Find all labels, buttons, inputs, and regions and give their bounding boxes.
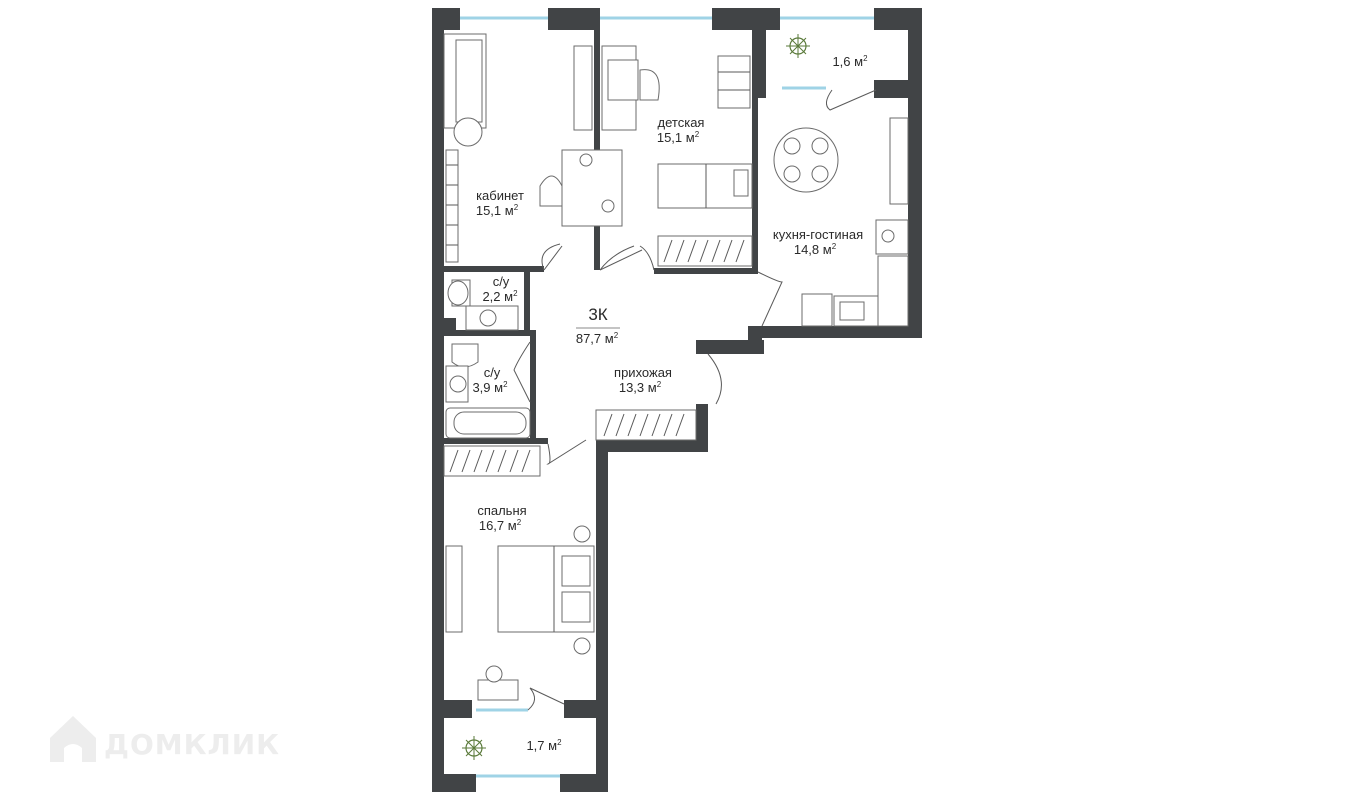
house-logo-icon [50, 716, 96, 762]
room-name-bath-large: с/у [484, 365, 501, 380]
room-area-bath-large: 3,9 м2 [472, 380, 508, 395]
room-area-detskaya: 15,1 м2 [657, 130, 700, 145]
plant-icon [786, 34, 810, 58]
room-area-balcony-bottom: 1,7 м2 [526, 738, 562, 753]
plant-icon [462, 736, 486, 760]
room-area-balcony-top: 1,6 м2 [832, 54, 868, 69]
apartment-badge: 3К 87,7 м2 [576, 305, 620, 346]
room-name-hall: прихожая [614, 365, 672, 380]
room-area-kabinet: 15,1 м2 [476, 203, 519, 218]
room-name-kabinet: кабинет [476, 188, 524, 203]
room-labels: кабинет 15,1 м2 детская 15,1 м2 1,6 м2 к… [472, 54, 868, 753]
room-area-hall: 13,3 м2 [619, 380, 662, 395]
room-name-bath-small: с/у [493, 274, 510, 289]
watermark: ДОМКЛИК [50, 716, 280, 762]
room-name-kitchen: кухня-гостиная [773, 227, 863, 242]
room-name-bedroom: спальня [477, 503, 526, 518]
room-area-bath-small: 2,2 м2 [482, 289, 518, 304]
room-area-kitchen: 14,8 м2 [794, 242, 837, 257]
furniture [443, 33, 909, 760]
room-name-detskaya: детская [658, 115, 705, 130]
apartment-total-area: 87,7 м2 [576, 331, 619, 346]
room-area-bedroom: 16,7 м2 [479, 518, 522, 533]
doors [513, 89, 877, 711]
watermark-text: ДОМКЛИК [104, 728, 280, 761]
apartment-type: 3К [588, 305, 607, 324]
